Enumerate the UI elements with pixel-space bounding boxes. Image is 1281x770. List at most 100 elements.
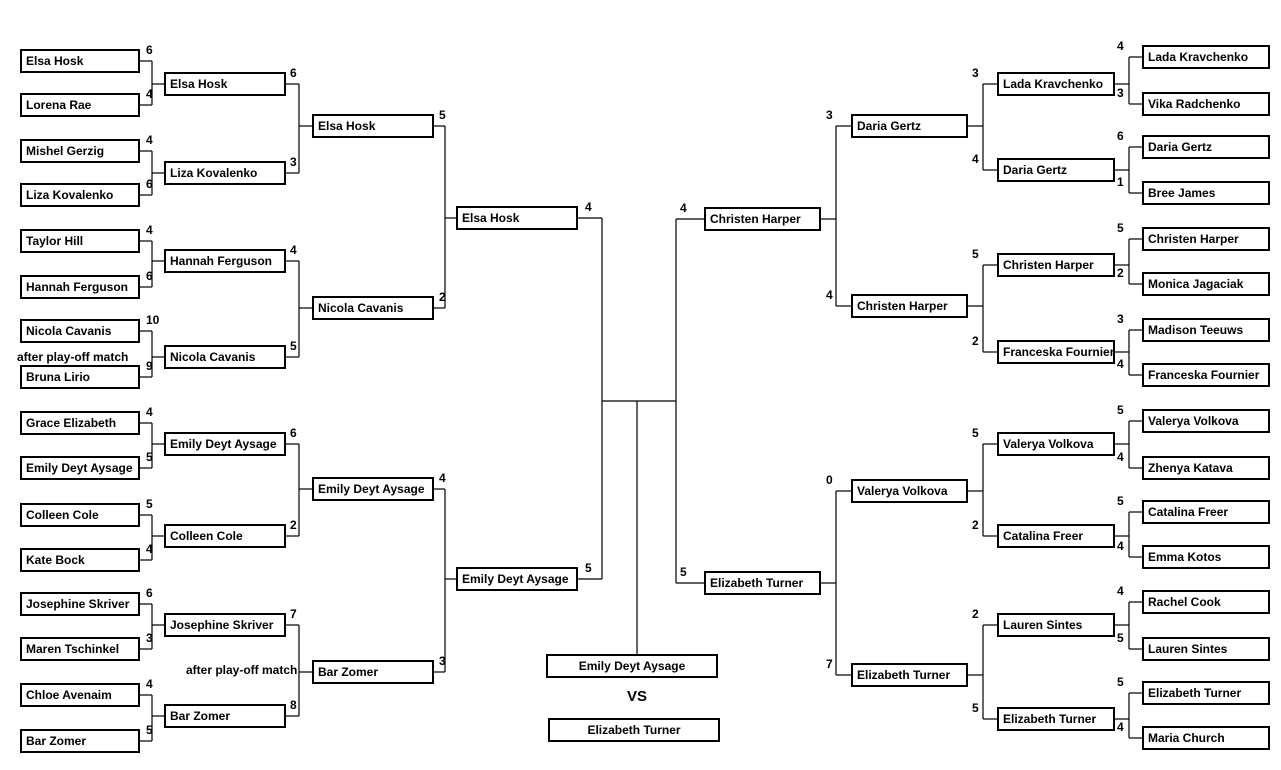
left-r1-score: 5: [146, 497, 153, 511]
left-r3-score: 4: [439, 471, 446, 485]
right-r1-score: 4: [1117, 584, 1124, 598]
right-r1-score: 5: [1117, 403, 1124, 417]
left-r2-score: 6: [290, 66, 297, 80]
right-r1-score: 6: [1117, 129, 1124, 143]
right-r1-player-box: Lauren Sintes: [1142, 637, 1270, 661]
right-r1-score: 4: [1117, 357, 1124, 371]
left-r1-score: 5: [146, 450, 153, 464]
left-r1-player-box: Lorena Rae: [20, 93, 140, 117]
right-r1-score: 4: [1117, 39, 1124, 53]
left-r1-score: 6: [146, 177, 153, 191]
right-r1-player-box: Maria Church: [1142, 726, 1270, 750]
right-r1-score: 5: [1117, 221, 1124, 235]
left-r3-player-box: Bar Zomer: [312, 660, 434, 684]
right-r2-player-box: Daria Gertz: [997, 158, 1115, 182]
right-r1-score: 4: [1117, 539, 1124, 553]
left-r1-player-box: Maren Tschinkel: [20, 637, 140, 661]
right-r2-score: 2: [972, 334, 979, 348]
right-r3-score: 0: [826, 473, 833, 487]
left-r1-player-box: Liza Kovalenko: [20, 183, 140, 207]
left-r1-score: 4: [146, 223, 153, 237]
right-r2-player-box: Lauren Sintes: [997, 613, 1115, 637]
left-r1-score: 9: [146, 359, 153, 373]
left-r2-player-box: Bar Zomer: [164, 704, 286, 728]
right-r2-player-box: Catalina Freer: [997, 524, 1115, 548]
right-r1-player-box: Vika Radchenko: [1142, 92, 1270, 116]
left-r2-player-box: Emily Deyt Aysage: [164, 432, 286, 456]
left-r1-player-box: Bruna Lirio: [20, 365, 140, 389]
left-r1-score: 10: [146, 313, 160, 327]
left-r1-player-box: Emily Deyt Aysage: [20, 456, 140, 480]
right-r2-score: 3: [972, 66, 979, 80]
left-r2-player-box: Nicola Cavanis: [164, 345, 286, 369]
left-r3-score: 3: [439, 654, 446, 668]
right-r1-player-box: Rachel Cook: [1142, 590, 1270, 614]
left-r2-player-box: Josephine Skriver: [164, 613, 286, 637]
right-r1-player-box: Lada Kravchenko: [1142, 45, 1270, 69]
right-r1-player-box: Daria Gertz: [1142, 135, 1270, 159]
left-r2-player-box: Hannah Ferguson: [164, 249, 286, 273]
right-r3-score: 7: [826, 657, 833, 671]
left-r1-player-box: Josephine Skriver: [20, 592, 140, 616]
left-r1-player-box: Kate Bock: [20, 548, 140, 572]
left-r1-player-box: Taylor Hill: [20, 229, 140, 253]
left-r2-score: 8: [290, 698, 297, 712]
left-r1-player-box: Mishel Gerzig: [20, 139, 140, 163]
left-r1-player-box: Nicola Cavanis: [20, 319, 140, 343]
right-r1-player-box: Zhenya Katava: [1142, 456, 1270, 480]
right-r1-score: 1: [1117, 175, 1124, 189]
left-r3-player-box: Elsa Hosk: [312, 114, 434, 138]
right-r3-score: 4: [826, 288, 833, 302]
right-r1-score: 3: [1117, 86, 1124, 100]
right-r2-score: 4: [972, 152, 979, 166]
left-r3-player-box: Emily Deyt Aysage: [312, 477, 434, 501]
left-r2-player-box: Liza Kovalenko: [164, 161, 286, 185]
right-r2-score: 5: [972, 701, 979, 715]
right-r4-player-box: Elizabeth Turner: [704, 571, 821, 595]
left-r1-player-box: Grace Elizabeth: [20, 411, 140, 435]
left-r1-player-box: Hannah Ferguson: [20, 275, 140, 299]
playoff-note: after play-off match: [17, 350, 129, 364]
right-r1-score: 2: [1117, 266, 1124, 280]
left-r3-score: 5: [439, 108, 446, 122]
right-r1-player-box: Franceska Fournier: [1142, 363, 1270, 387]
right-r2-score: 2: [972, 518, 979, 532]
left-r2-player-box: Colleen Cole: [164, 524, 286, 548]
left-r1-score: 6: [146, 43, 153, 57]
left-r3-score: 2: [439, 290, 446, 304]
left-r1-player-box: Chloe Avenaim: [20, 683, 140, 707]
left-r1-score: 4: [146, 87, 153, 101]
right-r2-score: 2: [972, 607, 979, 621]
left-r1-score: 4: [146, 405, 153, 419]
left-r3-player-box: Nicola Cavanis: [312, 296, 434, 320]
right-r2-player-box: Elizabeth Turner: [997, 707, 1115, 731]
right-r3-score: 3: [826, 108, 833, 122]
right-r2-score: 5: [972, 426, 979, 440]
left-r2-score: 4: [290, 243, 297, 257]
left-r1-score: 6: [146, 269, 153, 283]
left-r1-player-box: Colleen Cole: [20, 503, 140, 527]
right-r1-player-box: Emma Kotos: [1142, 545, 1270, 569]
left-r4-player-box: Elsa Hosk: [456, 206, 578, 230]
left-r2-player-box: Elsa Hosk: [164, 72, 286, 96]
right-r1-player-box: Christen Harper: [1142, 227, 1270, 251]
left-r2-score: 2: [290, 518, 297, 532]
right-r1-player-box: Bree James: [1142, 181, 1270, 205]
right-r3-player-box: Christen Harper: [851, 294, 968, 318]
right-r3-player-box: Elizabeth Turner: [851, 663, 968, 687]
right-r1-player-box: Monica Jagaciak: [1142, 272, 1270, 296]
left-r4-score: 5: [585, 561, 592, 575]
right-r1-score: 4: [1117, 450, 1124, 464]
left-r1-score: 6: [146, 586, 153, 600]
right-r2-player-box: Valerya Volkova: [997, 432, 1115, 456]
final-bottom-box: Elizabeth Turner: [548, 718, 720, 742]
right-r1-player-box: Valerya Volkova: [1142, 409, 1270, 433]
left-r1-player-box: Elsa Hosk: [20, 49, 140, 73]
left-r4-score: 4: [585, 200, 592, 214]
left-r1-score: 3: [146, 631, 153, 645]
left-r1-score: 4: [146, 542, 153, 556]
right-r4-score: 5: [680, 565, 687, 579]
right-r1-score: 5: [1117, 494, 1124, 508]
right-r2-score: 5: [972, 247, 979, 261]
